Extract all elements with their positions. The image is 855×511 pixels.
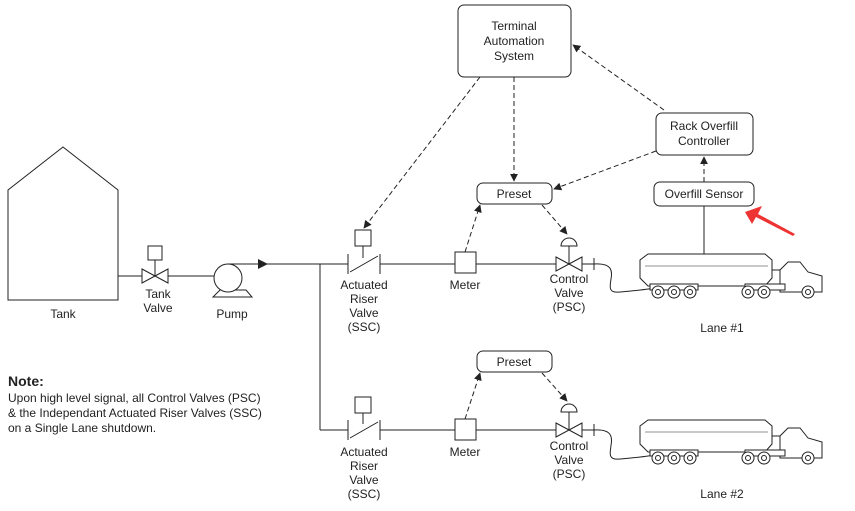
roc-label-2: Controller bbox=[678, 134, 730, 148]
lane2-meter-label: Meter bbox=[450, 445, 481, 459]
tas-label-2: Automation bbox=[484, 34, 545, 48]
lane1-cv-label-3: (PSC) bbox=[553, 300, 586, 314]
lane1-riser-label-3: Valve bbox=[349, 306, 378, 320]
lane1-meter-to-preset-signal bbox=[464, 204, 482, 253]
tank-valve-label-2: Valve bbox=[143, 301, 172, 315]
tank-label: Tank bbox=[50, 307, 76, 321]
lane2-cv-label-1: Control bbox=[550, 439, 589, 453]
lane1-tanker-truck bbox=[639, 253, 823, 299]
controller-to-preset-signal bbox=[553, 150, 657, 191]
lane2-preset-label: Preset bbox=[497, 355, 532, 369]
lane2-meter-to-preset-signal bbox=[464, 372, 482, 420]
tas-label-3: System bbox=[494, 49, 534, 63]
lane1-cv-label-2: Valve bbox=[554, 286, 583, 300]
note-line-2: & the Independant Actuated Riser Valves … bbox=[8, 406, 262, 420]
lane1-preset-to-valve-signal bbox=[541, 204, 568, 235]
lane2-riser-label-1: Actuated bbox=[340, 445, 387, 459]
lane2-preset: Preset bbox=[476, 350, 553, 373]
lane1-preset-label: Preset bbox=[497, 187, 532, 201]
lane2-riser-label-4: (SSC) bbox=[348, 487, 381, 501]
lane2-riser-label-2: Riser bbox=[350, 459, 378, 473]
tank-valve: Tank Valve bbox=[141, 245, 173, 315]
lane1-riser-label-2: Riser bbox=[350, 292, 378, 306]
lane2-label: Lane #2 bbox=[700, 487, 744, 501]
lane2-cv-label-2: Valve bbox=[554, 453, 583, 467]
lane1-riser-label-1: Actuated bbox=[340, 278, 387, 292]
lane1-cv-label-1: Control bbox=[550, 272, 589, 286]
controller-to-tas-signal bbox=[572, 44, 665, 111]
lane2-meter: Meter bbox=[450, 418, 481, 459]
lane2-cv-label-3: (PSC) bbox=[553, 467, 586, 481]
lane2-riser-label-3: Valve bbox=[349, 473, 378, 487]
tas-label-1: Terminal bbox=[491, 19, 536, 33]
overfill-sensor: Overfill Sensor bbox=[653, 181, 755, 207]
terminal-automation-system: Terminal Automation System bbox=[457, 4, 572, 78]
tank: Tank bbox=[7, 146, 119, 321]
flow-arrow bbox=[258, 259, 268, 269]
highlight-arrow bbox=[745, 206, 795, 236]
lane1-meter: Meter bbox=[450, 251, 481, 292]
note-line-3: on a Single Lane shutdown. bbox=[8, 421, 157, 435]
note-title: Note: bbox=[8, 373, 44, 389]
note-line-1: Upon high level signal, all Control Valv… bbox=[8, 391, 261, 405]
overfill-sensor-label: Overfill Sensor bbox=[665, 187, 744, 201]
tank-valve-label-1: Tank bbox=[145, 287, 171, 301]
lane1-label: Lane #1 bbox=[700, 321, 744, 335]
rack-overfill-controller: Rack Overfill Controller bbox=[655, 112, 754, 156]
note: Note: Upon high level signal, all Contro… bbox=[8, 374, 308, 436]
lane1-riser-valve: Actuated Riser Valve (SSC) bbox=[340, 229, 388, 334]
lane1-preset: Preset bbox=[476, 182, 553, 205]
roc-label-1: Rack Overfill bbox=[670, 119, 738, 133]
lane1-riser-label-4: (SSC) bbox=[348, 320, 381, 334]
lane2-tanker-truck bbox=[639, 419, 823, 465]
lane2-preset-to-valve-signal bbox=[541, 372, 568, 402]
lane1-meter-label: Meter bbox=[450, 278, 481, 292]
lane2-control-valve: Control Valve (PSC) bbox=[550, 403, 589, 481]
lane2-riser-valve: Actuated Riser Valve (SSC) bbox=[340, 396, 388, 501]
pump-label: Pump bbox=[216, 307, 248, 321]
pump: Pump bbox=[211, 263, 254, 321]
tas-to-riser-valve-signal bbox=[363, 76, 481, 229]
lane1-control-valve: Control Valve (PSC) bbox=[550, 237, 589, 314]
